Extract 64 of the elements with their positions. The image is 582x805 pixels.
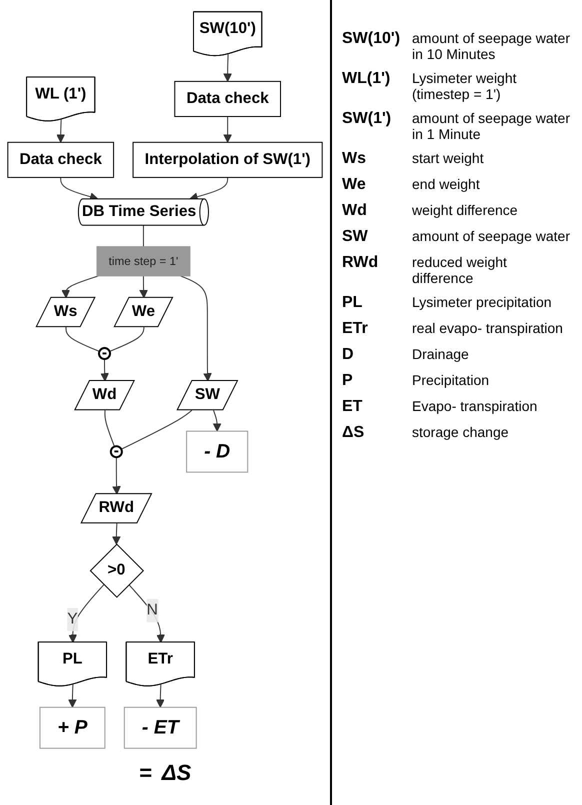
- node-box: - ET: [124, 706, 197, 749]
- legend-symbol: ETr: [342, 320, 369, 338]
- connector: [120, 410, 192, 450]
- arrow: [223, 54, 232, 82]
- arrow: [100, 358, 109, 382]
- legend-description: storage change: [412, 424, 510, 442]
- legend-symbol: RWd: [342, 254, 380, 273]
- equation-term: ΔS: [162, 760, 192, 786]
- legend-symbol: Ws: [342, 150, 367, 168]
- node-box: Data check: [7, 142, 114, 178]
- node-box: - D: [186, 430, 248, 473]
- arrow: [68, 684, 77, 708]
- node-diamond: >0: [90, 544, 144, 598]
- node-circle: -: [98, 347, 112, 360]
- legend-description: start weight: [412, 150, 485, 168]
- arrow: [180, 275, 212, 382]
- connector: [66, 326, 100, 352]
- legend-description: reduced weight difference: [412, 254, 508, 286]
- legend-symbol: We: [342, 176, 367, 194]
- edge-label: Y: [67, 610, 78, 628]
- legend-symbol: Wd: [342, 202, 368, 220]
- legend-symbol: SW: [342, 228, 369, 246]
- legend-description: Lysimeter precipitation: [412, 294, 553, 312]
- equals-sign: =: [138, 760, 152, 786]
- node-box: + P: [39, 706, 106, 749]
- arrow: [212, 410, 222, 432]
- legend-description: amount of seepage water: [412, 228, 571, 246]
- arrow: [112, 522, 121, 545]
- arrow: [61, 275, 100, 298]
- legend-description: amount of seepage water in 10 Minutes: [412, 30, 571, 62]
- connector: [104, 410, 115, 448]
- legend-description: Lysimeter weight (timestep = 1'): [412, 70, 518, 102]
- connector: [109, 326, 144, 352]
- arrow: [139, 275, 148, 298]
- arrow: [68, 584, 104, 643]
- node-box: time step = 1': [96, 246, 190, 276]
- arrow: [223, 116, 232, 143]
- arrow: [112, 456, 121, 494]
- arrow: [189, 176, 228, 201]
- node-text: DB Time Series: [82, 203, 196, 220]
- legend-symbol: PL: [342, 294, 364, 312]
- legend-description: amount of seepage water in 1 Minute: [412, 110, 571, 142]
- edge-label: N: [146, 602, 158, 618]
- legend-symbol: D: [342, 346, 355, 364]
- legend-description: end weight: [412, 176, 481, 194]
- legend-symbol: ΔS: [342, 424, 366, 442]
- node-box: Data check: [174, 80, 281, 117]
- arrow: [128, 584, 165, 643]
- legend-description: Evapo- transpiration: [412, 398, 538, 416]
- arrow: [56, 119, 65, 143]
- legend-description: real evapo- transpiration: [412, 320, 564, 338]
- connector: [142, 224, 144, 248]
- legend-symbol: SW(1'): [342, 110, 392, 129]
- node-box: Interpolation of SW(1'): [132, 142, 323, 178]
- legend-description: Drainage: [412, 346, 470, 364]
- legend-symbol: WL(1'): [342, 70, 392, 89]
- legend-description: weight difference: [412, 202, 519, 220]
- legend-symbol: ET: [342, 398, 364, 416]
- legend-symbol: P: [342, 372, 354, 390]
- arrow: [60, 176, 98, 201]
- arrow: [156, 684, 165, 708]
- legend-description: Precipitation: [412, 372, 490, 390]
- node-circle: -: [110, 445, 123, 458]
- legend-symbol: SW(10'): [342, 30, 402, 49]
